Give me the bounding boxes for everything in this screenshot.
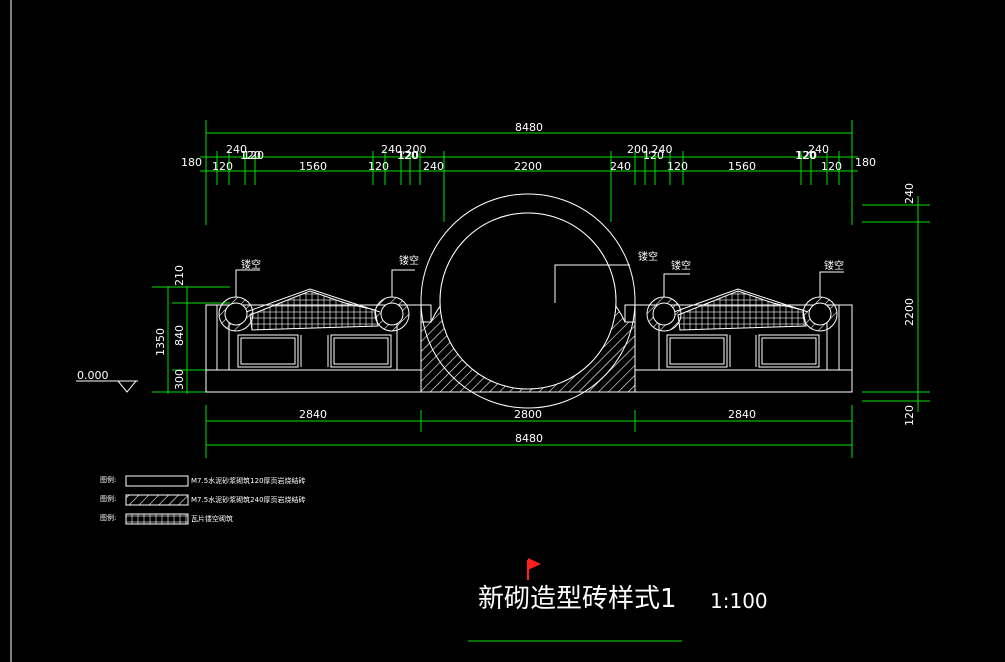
leaders bbox=[235, 264, 844, 303]
dim-top-c: 240,200 bbox=[381, 143, 427, 156]
dim-r1-12: 120 bbox=[821, 160, 842, 173]
hollow-label-5: 镂空 bbox=[824, 259, 844, 272]
dim-right-120: 120 bbox=[903, 405, 916, 426]
dim-top-g: 240 bbox=[808, 143, 829, 156]
dim-r1-10: 1560 bbox=[728, 160, 756, 173]
roundel-right-1 bbox=[646, 296, 682, 332]
drawing-scale: 1:100 bbox=[710, 589, 768, 613]
legend-swatch-plain bbox=[125, 475, 189, 487]
legend-key-2: 图例: bbox=[100, 494, 116, 503]
elevation-label: 0.000 bbox=[77, 369, 109, 382]
roundel-right-2 bbox=[802, 296, 838, 332]
dim-left-210: 210 bbox=[173, 265, 186, 286]
roundel-left-2 bbox=[374, 296, 410, 332]
right-dimensions: 240 2200 120 bbox=[862, 183, 930, 426]
flag-icon bbox=[527, 558, 541, 580]
dim-overall-top: 8480 bbox=[515, 121, 543, 134]
legend-text-3: 瓦片镂空砌筑 bbox=[191, 514, 233, 523]
legend-key-1: 图例: bbox=[100, 475, 116, 484]
dim-left-840: 840 bbox=[173, 325, 186, 346]
title-block: 新砌造型砖样式1 1:100 bbox=[468, 558, 768, 642]
drawing-title: 新砌造型砖样式1 bbox=[478, 584, 677, 614]
dim-r1-2: 1560 bbox=[299, 160, 327, 173]
dim-top-a: 240 bbox=[226, 143, 247, 156]
dim-r1-3: 120 bbox=[368, 160, 389, 173]
dim-r1-4: 120 bbox=[398, 149, 419, 162]
roundel-left-1 bbox=[218, 296, 254, 332]
bottom-dimensions: 2840 2800 2840 8480 bbox=[205, 405, 853, 458]
dim-r1-9: 120 bbox=[667, 160, 688, 173]
dim-side-left: 180 bbox=[181, 156, 202, 169]
dim-side-right: 180 bbox=[855, 156, 876, 169]
dim-r1-11: 120 bbox=[795, 149, 816, 162]
legend-key-3: 图例: bbox=[100, 513, 116, 522]
dim-r1-8: 120 bbox=[643, 149, 664, 162]
dim-left-1350: 1350 bbox=[154, 328, 167, 356]
legend-swatch-tile bbox=[125, 513, 189, 525]
dim-overall-bottom: 8480 bbox=[515, 432, 543, 445]
wall-elevation: 镂空 镂空 镂空 镂空 镂空 bbox=[205, 193, 853, 409]
moon-gate bbox=[420, 193, 636, 409]
hollow-label-1: 镂空 bbox=[241, 258, 261, 271]
dim-r1-7: 240 bbox=[610, 160, 631, 173]
legend-text-2: M7.5水泥砂浆砌筑240厚页岩烧结砖 bbox=[191, 495, 306, 504]
dim-r1-1: 120 bbox=[240, 149, 261, 162]
legend-text-1: M7.5水泥砂浆砌筑120厚页岩烧结砖 bbox=[191, 476, 306, 485]
dim-top-f: 120 bbox=[796, 149, 817, 162]
dim-top-e: 200,240 bbox=[627, 143, 673, 156]
dim-r1-6: 2200 bbox=[514, 160, 542, 173]
dim-top-d: 120 bbox=[397, 149, 418, 162]
legend-swatch-hatch bbox=[125, 494, 189, 506]
top-dimensions: 8480 240 120 240,200 120 200,240 120 240… bbox=[181, 120, 876, 225]
dim-r1-0: 120 bbox=[212, 160, 233, 173]
dim-bottom-left: 2840 bbox=[299, 408, 327, 421]
dim-right-2200: 2200 bbox=[903, 298, 916, 326]
left-dimensions: 210 840 300 1350 0.000 bbox=[76, 265, 230, 394]
dim-bottom-right: 2840 bbox=[728, 408, 756, 421]
dim-bottom-mid: 2800 bbox=[514, 408, 542, 421]
dim-top-b: 120 bbox=[243, 149, 264, 162]
hollow-label-2: 镂空 bbox=[399, 254, 419, 267]
legend: 图例: M7.5水泥砂浆砌筑120厚页岩烧结砖 图例: M7.5水泥砂浆砌筑24… bbox=[100, 475, 306, 525]
dim-r1-5: 240 bbox=[423, 160, 444, 173]
hollow-label-4: 镂空 bbox=[671, 259, 691, 272]
hollow-label-3: 镂空 bbox=[638, 250, 658, 263]
dim-right-240: 240 bbox=[903, 183, 916, 204]
dim-left-300: 300 bbox=[173, 369, 186, 390]
